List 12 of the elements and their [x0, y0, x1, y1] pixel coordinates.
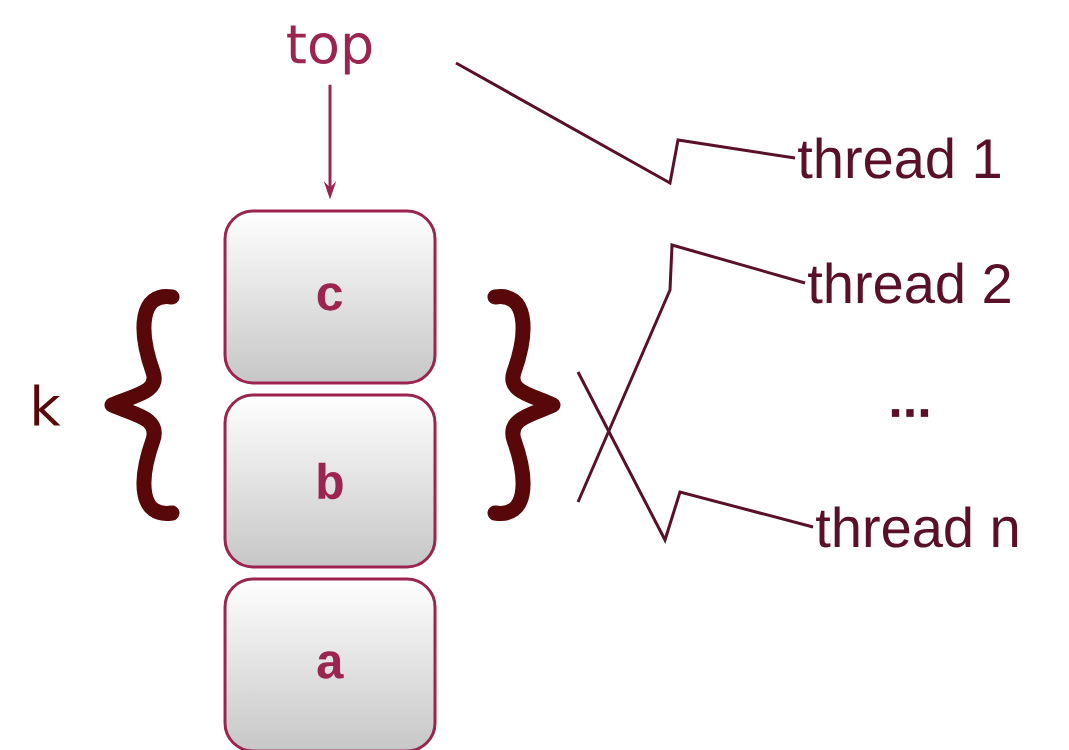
thread-label: thread 2 — [808, 262, 1010, 304]
lightning-line — [576, 371, 814, 544]
lightning-line — [576, 243, 806, 503]
ellipsis: ... — [891, 409, 929, 417]
stack-box: a — [223, 577, 437, 750]
thread-label: thread 1 — [798, 137, 1000, 179]
thread-label: thread n — [816, 506, 1018, 548]
brace-label: k — [34, 384, 61, 426]
stack-box: b — [223, 393, 437, 569]
stack-box: c — [223, 209, 437, 385]
pointer-label: top — [287, 25, 372, 75]
lightning-line — [455, 61, 796, 186]
